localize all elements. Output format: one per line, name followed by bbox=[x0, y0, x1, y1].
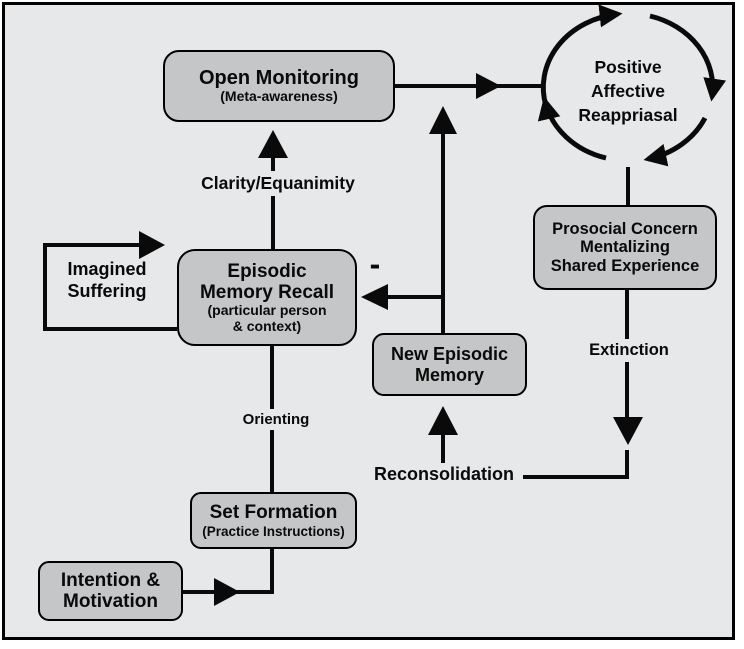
cycle-label-line2: Affective bbox=[591, 81, 665, 101]
cycle-label-line3: Reappriasal bbox=[578, 105, 678, 125]
reconsolidation-up-arrowhead bbox=[428, 406, 458, 435]
prosocial-line3: Shared Experience bbox=[550, 256, 700, 275]
intention-motivation-box: Intention & Motivation bbox=[38, 561, 183, 621]
prosocial-line1: Prosocial Concern bbox=[552, 219, 698, 238]
minus-sign-label: - bbox=[369, 246, 381, 282]
open-monitoring-to-cycle-arrowhead bbox=[476, 73, 501, 99]
cycle-arc-top-right bbox=[649, 13, 727, 102]
set-formation-box: Set Formation (Practice Instructions) bbox=[190, 492, 357, 549]
cycle-arc-top-left bbox=[540, 4, 623, 107]
set-formation-title: Set Formation bbox=[209, 502, 338, 524]
cycle-arc-group bbox=[537, 4, 727, 167]
clarity-equanimity-label: Clarity/Equanimity bbox=[181, 171, 375, 196]
clarity-arrowhead-up bbox=[258, 130, 288, 158]
episodic-title-line2: Memory Recall bbox=[199, 281, 335, 303]
imagined-suffering-loop-line bbox=[43, 243, 177, 331]
new-episodic-memory-box: New Episodic Memory bbox=[372, 333, 527, 396]
cycle-label-line1: Positive bbox=[594, 57, 662, 77]
extinction-arrowhead-down bbox=[613, 417, 643, 445]
imagined-suffering-line1: Imagined bbox=[67, 259, 147, 279]
new-episodic-line1: New Episodic bbox=[390, 344, 509, 365]
cycle-label: Positive Affective Reappriasal bbox=[548, 55, 708, 127]
open-monitoring-title: Open Monitoring bbox=[199, 66, 359, 89]
reconsolidation-elbow-line bbox=[523, 450, 629, 479]
imagined-suffering-label: Imagined Suffering bbox=[48, 258, 166, 302]
orienting-label: Orienting bbox=[228, 409, 324, 430]
reconsolidation-label: Reconsolidation bbox=[373, 464, 514, 484]
cycle-arc-bottom-left bbox=[537, 96, 607, 161]
new-episodic-line2: Memory bbox=[414, 364, 485, 385]
open-monitoring-box: Open Monitoring (Meta-awareness) bbox=[163, 50, 395, 122]
imagined-suffering-line2: Suffering bbox=[67, 281, 147, 301]
extinction-label: Extinction bbox=[572, 339, 686, 362]
set-formation-subtitle: (Practice Instructions) bbox=[202, 523, 345, 539]
prosocial-line2: Mentalizing bbox=[580, 238, 670, 257]
intention-line2: Motivation bbox=[63, 591, 158, 612]
episodic-subtitle-line1: (particular person bbox=[207, 302, 327, 319]
new-episodic-up-arrowhead bbox=[429, 106, 457, 134]
cycle-arc-bottom-right bbox=[643, 116, 708, 167]
open-monitoring-subtitle: (Meta-awareness) bbox=[220, 88, 338, 105]
episodic-subtitle-line2: & context) bbox=[232, 317, 302, 334]
episodic-memory-recall-box: Episodic Memory Recall (particular perso… bbox=[177, 249, 357, 346]
inhibit-branch-arrowhead-left bbox=[361, 284, 388, 310]
imagined-suffering-arrowhead bbox=[139, 231, 165, 259]
intention-line1: Intention & bbox=[60, 569, 161, 591]
intention-arrowhead-right bbox=[214, 578, 240, 606]
intention-elbow-line bbox=[183, 549, 274, 594]
episodic-title-line1: Episodic bbox=[227, 260, 307, 282]
prosocial-concern-box: Prosocial Concern Mentalizing Shared Exp… bbox=[533, 205, 717, 290]
